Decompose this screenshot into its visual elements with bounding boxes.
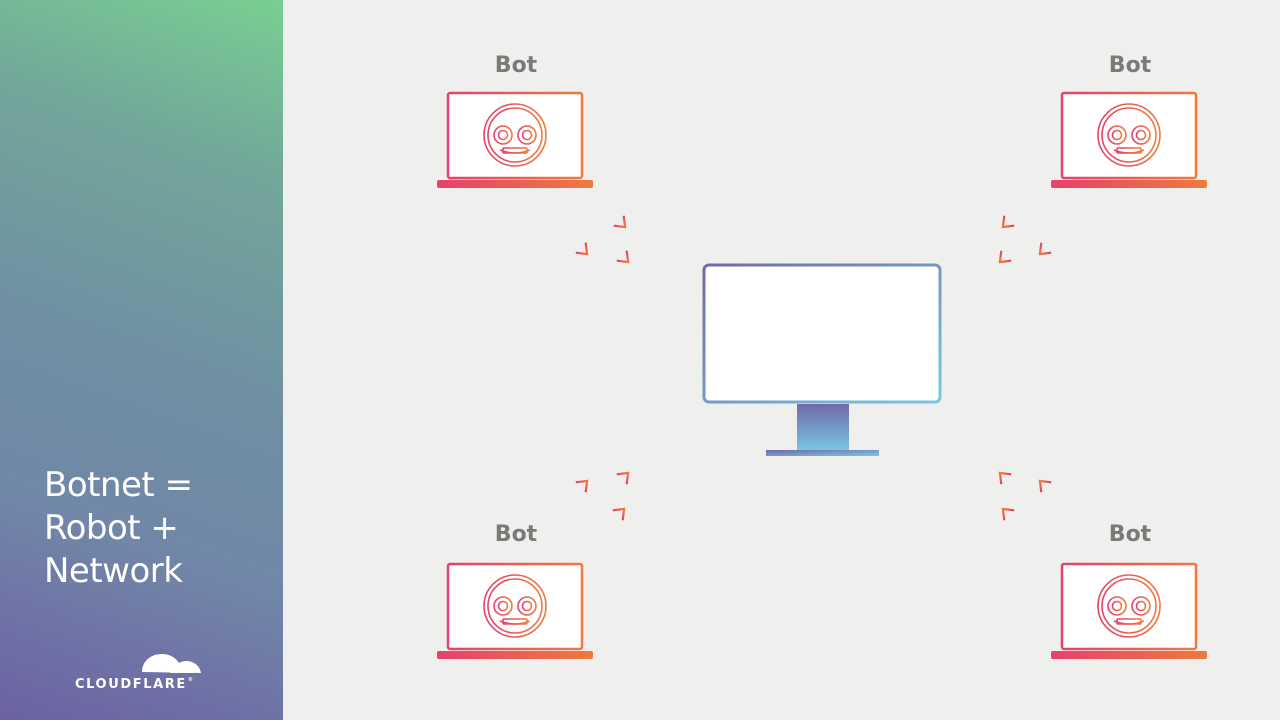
bot-laptop-top-left <box>435 91 595 190</box>
title-line-2: Robot + <box>44 508 179 548</box>
bot-laptop-bottom-left <box>435 562 595 661</box>
bot-label-bottom-left: Bot <box>494 522 538 547</box>
title-line-3: Network <box>44 551 183 591</box>
arrows-top-left <box>549 189 635 269</box>
arrows-top-right <box>993 189 1078 269</box>
arrows-bottom-right <box>993 466 1078 547</box>
cloudflare-wordmark: CLOUDFLARE® <box>75 677 193 692</box>
bot-label-top-left: Bot <box>494 53 538 78</box>
arrows-bottom-left <box>549 466 635 547</box>
slide-title: Botnet = Robot + Network <box>44 464 193 593</box>
cloudflare-logo-icon <box>142 654 201 673</box>
bot-label-top-right: Bot <box>1108 53 1152 78</box>
sidebar-panel: Botnet = Robot + Network CLOUDFLARE® <box>0 0 283 720</box>
title-line-1: Botnet = <box>44 465 193 505</box>
bot-laptop-bottom-right <box>1049 562 1209 661</box>
target-monitor <box>702 263 942 456</box>
bot-laptop-top-right <box>1049 91 1209 190</box>
bot-label-bottom-right: Bot <box>1108 522 1152 547</box>
